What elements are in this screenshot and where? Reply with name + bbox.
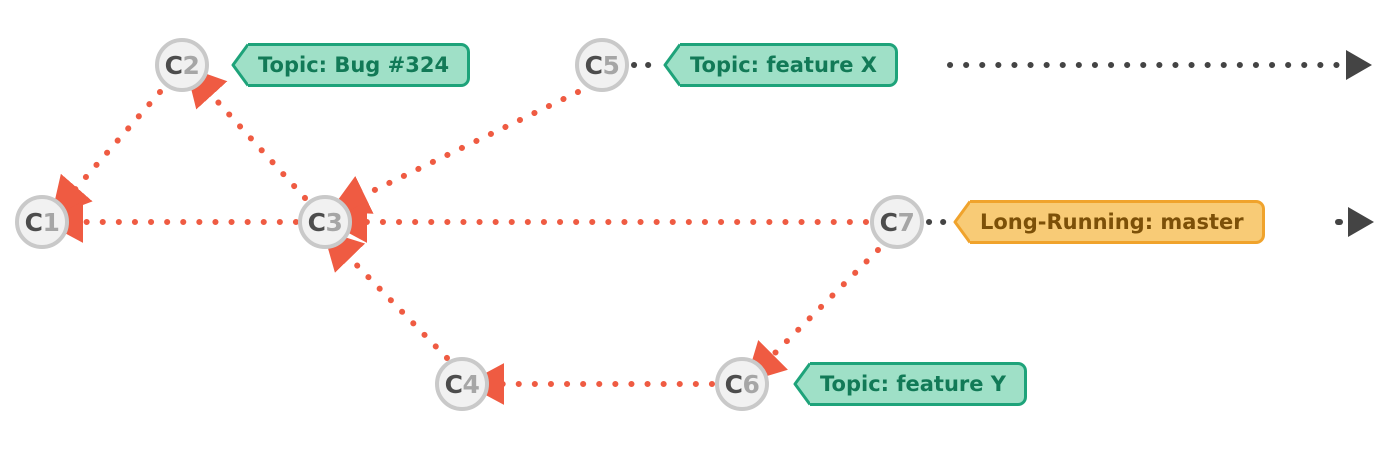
commit-node-c4[interactable]: C4 xyxy=(435,357,489,411)
tag-connector-dots xyxy=(631,62,949,225)
tag-body: Topic: Bug #324 xyxy=(248,43,471,87)
branch-line-feature-x xyxy=(947,50,1372,80)
branch-tag-master-text: Long-Running: master xyxy=(980,209,1244,234)
tag-body: Topic: feature X xyxy=(680,43,898,87)
branch-line-master xyxy=(1335,207,1374,237)
branch-tag-bug-324-text: Topic: Bug #324 xyxy=(258,52,450,77)
branch-tag-bug-324[interactable]: Topic: Bug #324 xyxy=(228,43,471,87)
commit-node-c5[interactable]: C5 xyxy=(575,38,629,92)
commit-node-c3-label: C3 xyxy=(307,207,343,237)
branch-tag-feature-x[interactable]: Topic: feature X xyxy=(660,43,898,87)
branch-tag-feature-y[interactable]: Topic: feature Y xyxy=(790,362,1028,406)
tag-notch-icon xyxy=(790,362,810,406)
commit-node-c1-label: C1 xyxy=(24,207,60,237)
branch-tag-feature-x-text: Topic: feature X xyxy=(690,52,877,77)
commit-node-c7[interactable]: C7 xyxy=(870,195,924,249)
tag-body: Topic: feature Y xyxy=(810,362,1028,406)
commit-node-c3[interactable]: C3 xyxy=(298,195,352,249)
tag-notch-icon xyxy=(660,43,680,87)
branch-tag-master[interactable]: Long-Running: master xyxy=(950,200,1265,244)
commit-node-c4-label: C4 xyxy=(444,369,480,399)
commit-node-c7-label: C7 xyxy=(879,207,915,237)
branch-tag-feature-y-text: Topic: feature Y xyxy=(820,371,1007,396)
tag-notch-icon xyxy=(950,200,970,244)
edge-c4-c3 xyxy=(322,230,450,361)
commit-node-c2[interactable]: C2 xyxy=(155,38,209,92)
edge-c2-c1 xyxy=(51,89,163,217)
tag-body: Long-Running: master xyxy=(970,200,1265,244)
edge-c7-c6 xyxy=(745,247,881,383)
edge-c3-c2 xyxy=(185,66,308,201)
commit-node-c1[interactable]: C1 xyxy=(15,195,69,249)
tag-notch-icon xyxy=(228,43,248,87)
commit-node-c6-label: C6 xyxy=(724,369,760,399)
commit-node-c6[interactable]: C6 xyxy=(715,357,769,411)
commit-node-c2-label: C2 xyxy=(164,50,200,80)
commit-node-c5-label: C5 xyxy=(584,50,620,80)
edge-c5-c3 xyxy=(329,89,581,214)
